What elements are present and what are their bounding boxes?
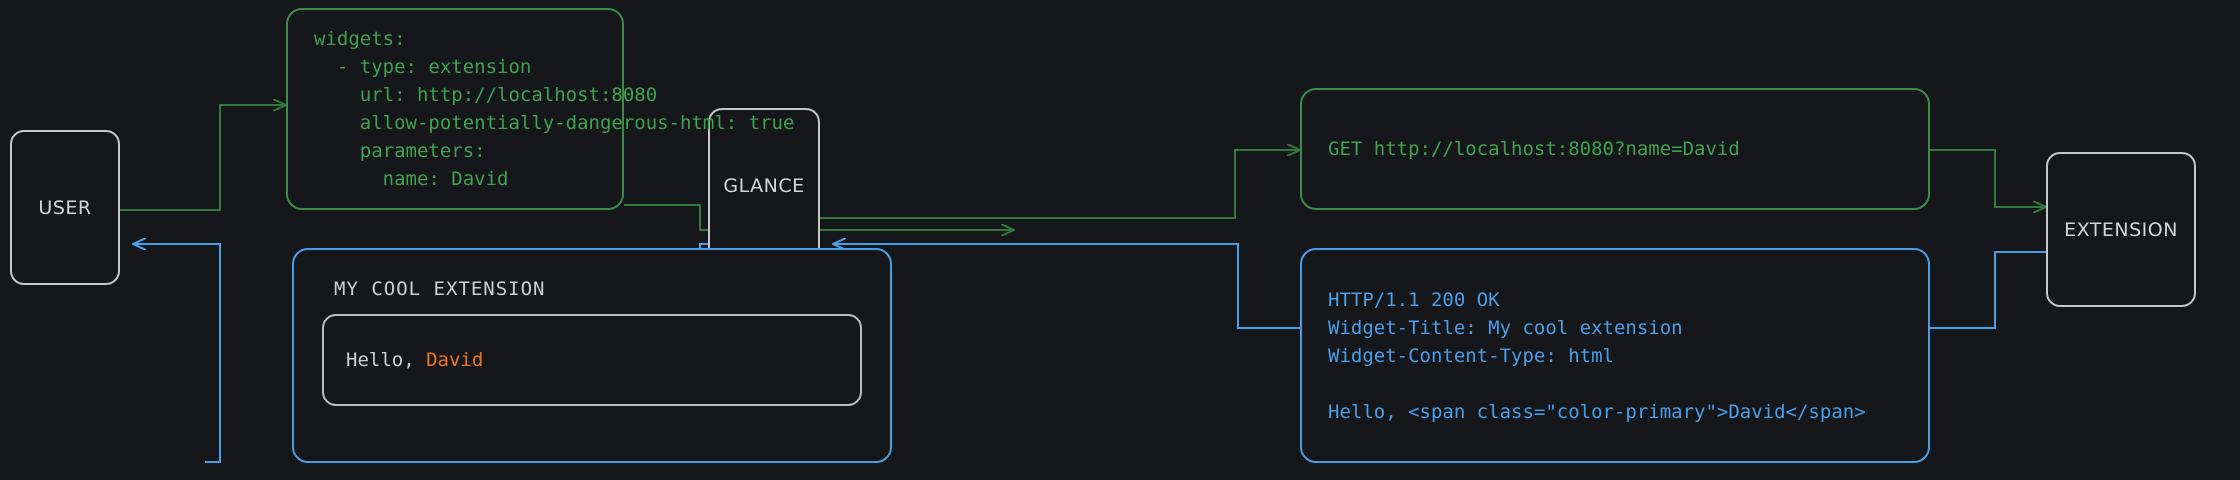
widget-greeting-prefix: Hello, [346, 349, 427, 371]
node-extension-label: EXTENSION [2064, 218, 2178, 241]
widget-preview-body: Hello, David [322, 314, 862, 406]
note-http-request[interactable]: GET http://localhost:8080?name=David [1300, 88, 1930, 210]
note-http-response[interactable]: HTTP/1.1 200 OK Widget-Title: My cool ex… [1300, 248, 1930, 463]
edge-glance-to-request [820, 150, 1300, 219]
http-request-code: GET http://localhost:8080?name=David [1328, 138, 1740, 160]
widget-greeting-name: David [426, 349, 484, 371]
widget-preview-title: MY COOL EXTENSION [334, 278, 546, 300]
edge-widget-to-user [133, 244, 221, 463]
http-response-code: HTTP/1.1 200 OK Widget-Title: My cool ex… [1328, 288, 1866, 423]
node-extension[interactable]: EXTENSION [2046, 152, 2196, 307]
node-glance-label: GLANCE [723, 174, 805, 197]
node-user-label: USER [38, 196, 92, 219]
widget-greeting: Hello, David [346, 349, 483, 371]
edge-response-to-glance-main [833, 244, 1300, 329]
config-yaml-code: widgets: - type: extension url: http://l… [314, 28, 794, 190]
widget-preview-card[interactable]: MY COOL EXTENSION Hello, David [292, 248, 892, 463]
node-user[interactable]: USER [10, 130, 120, 285]
note-config-yaml[interactable]: widgets: - type: extension url: http://l… [286, 8, 794, 210]
edge-user-to-config [120, 105, 286, 211]
